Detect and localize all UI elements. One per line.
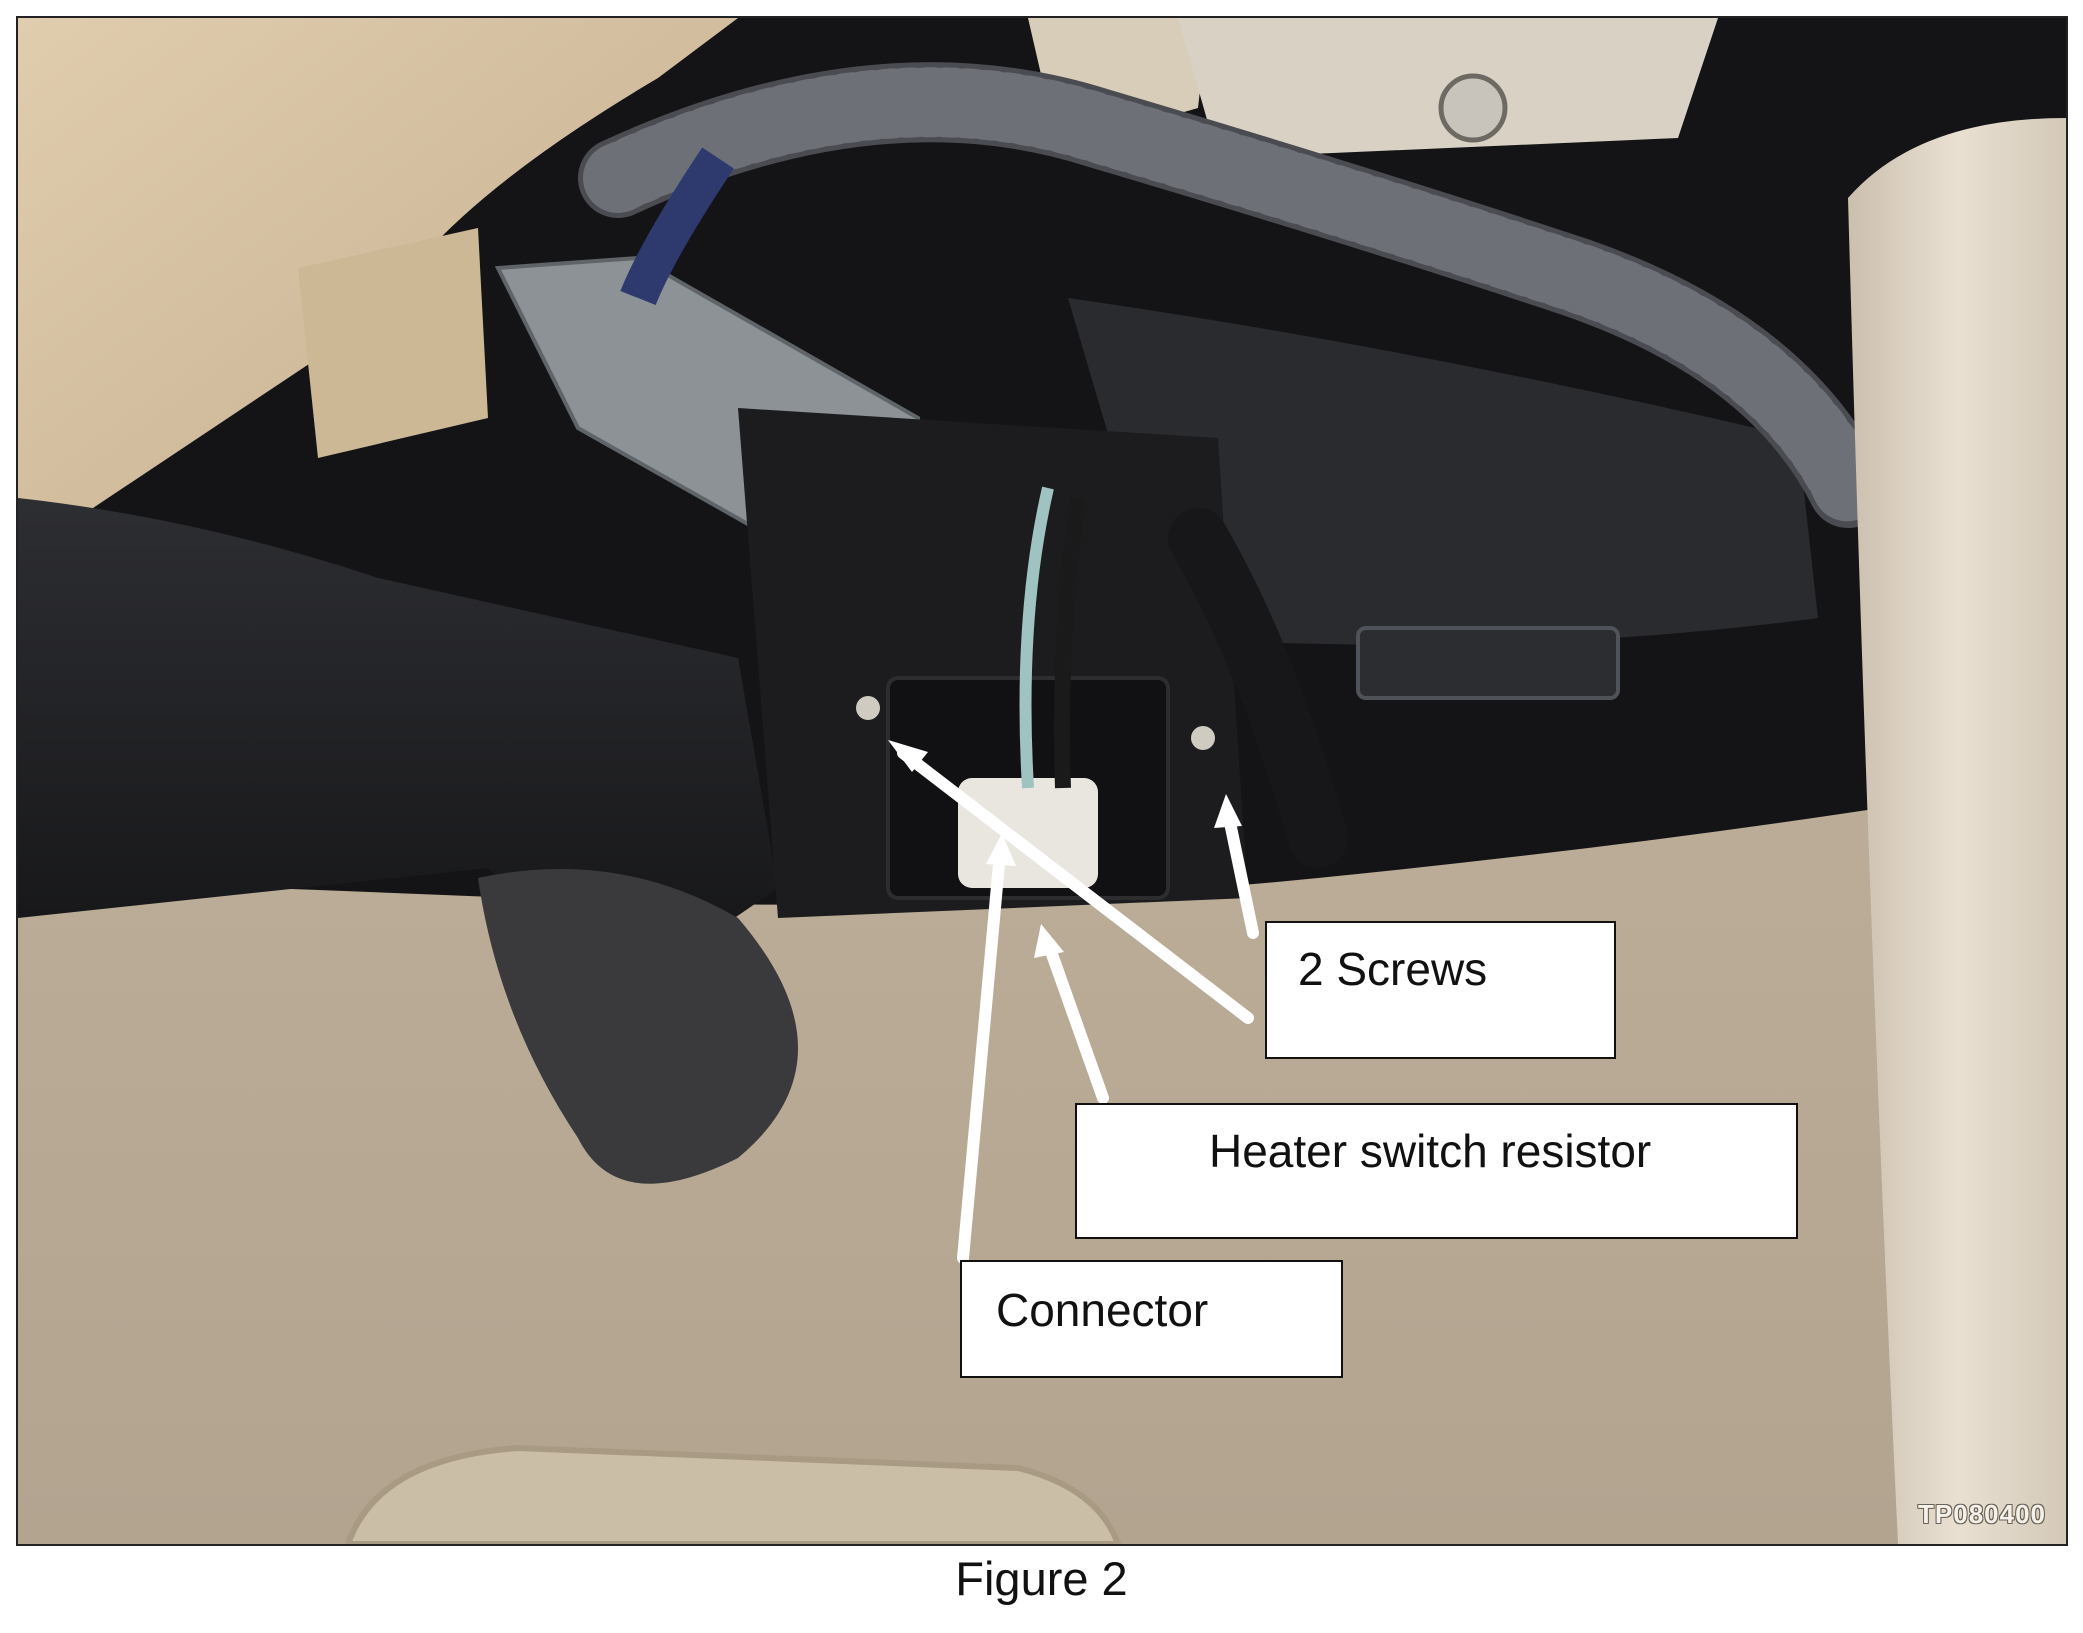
callout-heater-switch-resistor-label: Heater switch resistor [1209,1125,1652,1177]
arrow-connector [957,847,1006,1264]
arrowhead-connector [986,833,1016,866]
figure-caption: Figure 2 [955,1552,1128,1605]
mount-screw [1438,73,1508,143]
screw-right [1191,726,1215,750]
blower-housing-upper [1068,298,1818,645]
foam-insulation [478,869,798,1184]
screw-left [856,696,880,720]
callout-screws-label: 2 Screws [1298,943,1488,995]
under-dash-photo [18,18,2066,1544]
callout-connector: Connector [960,1260,1343,1378]
arrowhead-screw-right [1214,794,1242,828]
door-pillar [1848,118,2066,1544]
dash-trim-tab [298,228,488,458]
arrow-heater-resistor [1042,937,1109,1104]
callout-connector-label: Connector [996,1284,1209,1336]
resistor-connector [958,778,1098,888]
arrowhead-screw-left [888,740,928,772]
callout-arrows [897,747,1259,1264]
drain-hose [1168,508,1348,868]
arrow-heads [888,740,1242,958]
wire-green [1019,486,1054,789]
arrow-screw-right [1222,807,1259,939]
taped-harness [620,147,734,306]
callout-heater-switch-resistor: Heater switch resistor [1075,1103,1798,1239]
harness-connector-right [1356,626,1620,700]
wire-black [1054,496,1086,789]
arrowhead-heater-resistor [1034,924,1064,958]
wire-loom-ribs [583,67,1883,523]
photo-code: TP080400 [1918,1499,2046,1529]
figure-photo-frame: 2 Screws Heater switch resistor Connecto… [16,16,2068,1546]
callout-screws: 2 Screws [1265,921,1616,1059]
floor-mat [344,1444,1122,1544]
arrow-screw-left [897,747,1254,1024]
